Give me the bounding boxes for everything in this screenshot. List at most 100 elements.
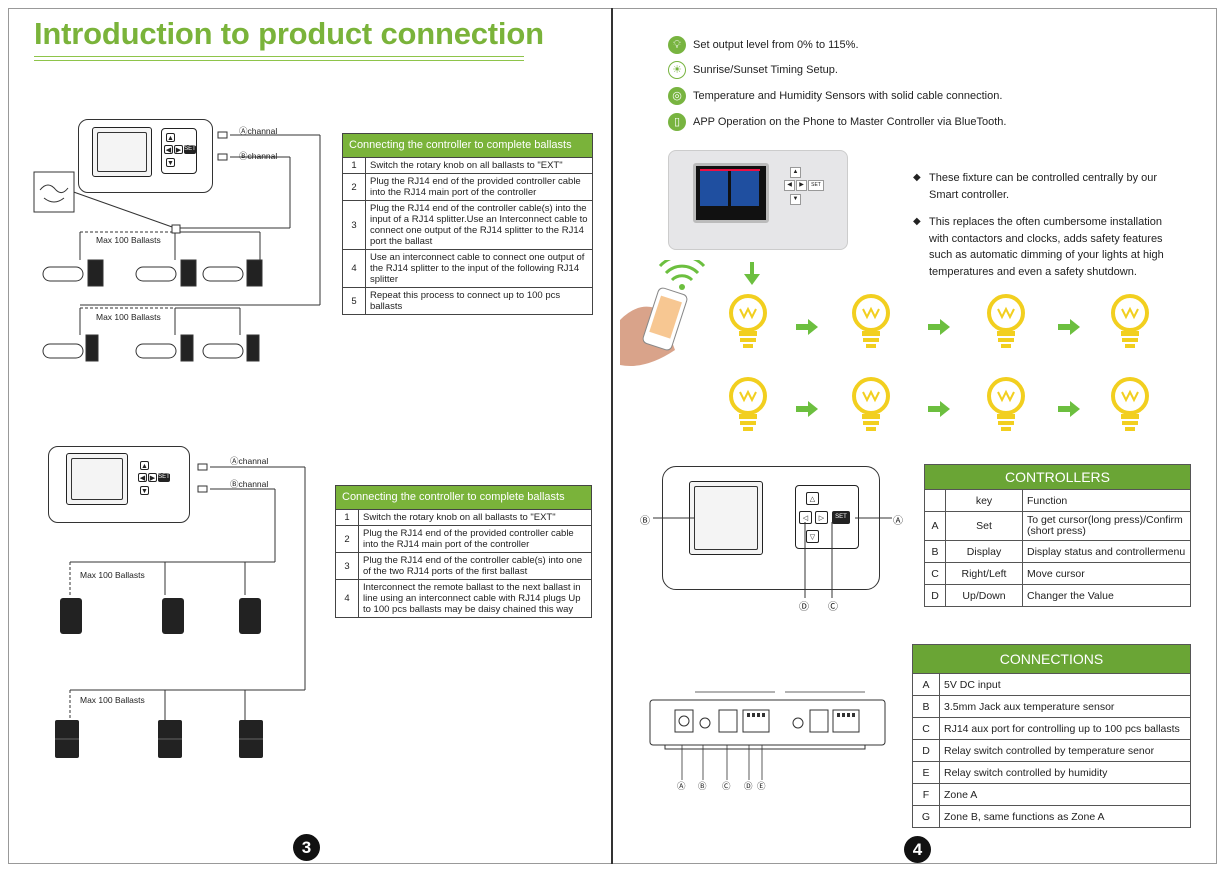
channel-a-label: Ⓐchannal xyxy=(230,456,269,466)
down-key-icon: ▼ xyxy=(166,158,175,167)
port-label-c: Ⓒ xyxy=(722,781,731,791)
right-key-icon: ▶ xyxy=(796,180,807,191)
steps-table-2: Connecting the controller to complete ba… xyxy=(335,485,592,618)
group-label: Max 100 Ballasts xyxy=(96,235,161,245)
up-key-icon: ▲ xyxy=(140,461,149,470)
bullet-item: ◆This replaces the often cumbersome inst… xyxy=(913,216,1164,278)
controller-keypad: ▲ ◀ ▶ SET ▼ xyxy=(161,128,197,174)
controller-photo: ▲ ◀ ▶ SET ▼ xyxy=(668,150,848,250)
page-title: Introduction to product connection xyxy=(34,16,544,51)
bulb-chain-graphic xyxy=(729,294,1149,433)
controller-keypad: ▲ ◀ ▶ SET ▼ xyxy=(136,457,174,499)
set-key: SET xyxy=(808,180,824,191)
wiring-lines-2 xyxy=(55,463,306,758)
up-key-icon: ▲ xyxy=(790,167,801,178)
right-key-icon: ▶ xyxy=(148,473,157,482)
table-header: Connecting the controller to complete ba… xyxy=(342,133,593,158)
table-header: CONTROLLERS xyxy=(924,464,1191,490)
page-divider xyxy=(611,8,613,864)
feature-text: Temperature and Humidity Sensors with so… xyxy=(693,90,1003,102)
bullet-item: ◆These fixture can be controlled central… xyxy=(913,172,1158,201)
controller-screen xyxy=(92,127,152,177)
page-number: 3 xyxy=(293,834,320,861)
port-label-b: Ⓑ xyxy=(698,781,707,791)
group-label: Max 100 Ballasts xyxy=(96,312,161,322)
phone-hand-image xyxy=(620,260,706,366)
table-header: Connecting the controller to complete ba… xyxy=(335,485,592,510)
left-key-icon: ◀ xyxy=(164,145,173,154)
set-key: SET xyxy=(158,473,170,482)
callout-a: Ⓐ xyxy=(893,516,903,527)
port-panel-graphic xyxy=(649,691,886,780)
callout-d: Ⓓ xyxy=(799,602,809,613)
down-arrow-icon xyxy=(744,262,760,285)
table-header: CONNECTIONS xyxy=(912,644,1191,674)
channel-b-label: Ⓑchannal xyxy=(239,151,278,161)
down-key-icon: ▽ xyxy=(806,530,819,543)
callout-lines xyxy=(653,517,892,598)
diamond-icon: ◆ xyxy=(913,216,921,227)
page-number: 4 xyxy=(904,836,931,863)
down-key-icon: ▼ xyxy=(140,486,149,495)
wiring-lines-1 xyxy=(33,131,321,335)
wifi-icon xyxy=(658,260,706,282)
callout-b: Ⓑ xyxy=(640,516,650,527)
display-screen xyxy=(693,163,769,223)
controller-device-2: ▲ ◀ ▶ SET ▼ xyxy=(48,446,190,523)
up-key-icon: △ xyxy=(806,492,819,505)
feature-text: Set output level from 0% to 115%. xyxy=(693,39,859,51)
controller-screen xyxy=(66,453,128,505)
feature-text: APP Operation on the Phone to Master Con… xyxy=(693,116,1007,128)
channel-b-label: Ⓑchannal xyxy=(230,479,269,489)
keypad-outline: △ ◁ ▷ SET ▽ xyxy=(795,485,859,549)
port-label-a: Ⓐ xyxy=(677,781,686,791)
up-key-icon: ▲ xyxy=(166,133,175,142)
callout-c: Ⓒ xyxy=(828,602,838,613)
controller-outline: △ ◁ ▷ SET ▽ xyxy=(662,466,880,590)
bulb-icon: 💡︎ xyxy=(668,36,686,54)
feature-text: Sunrise/Sunset Timing Setup. xyxy=(693,64,838,76)
right-key-icon: ▶ xyxy=(174,145,183,154)
down-key-icon: ▼ xyxy=(790,194,801,205)
phone-icon: ▯ xyxy=(668,113,686,131)
ballast-row xyxy=(42,259,263,287)
sensor-icon: ◎ xyxy=(668,87,686,105)
group-label: Max 100 Ballasts xyxy=(80,570,145,580)
left-key-icon: ◀ xyxy=(784,180,795,191)
controller-device-1: ▲ ◀ ▶ SET ▼ xyxy=(78,119,213,193)
port-label-d: Ⓓ xyxy=(744,781,753,791)
channel-a-label: Ⓐchannal xyxy=(239,126,278,136)
title-underline xyxy=(34,56,524,61)
port-label-e: Ⓔ xyxy=(757,781,766,791)
left-key-icon: ◀ xyxy=(138,473,147,482)
group-label: Max 100 Ballasts xyxy=(80,695,145,705)
sun-icon: ☀ xyxy=(668,61,686,79)
right-key-icon: ▷ xyxy=(815,511,828,524)
steps-table-1: Connecting the controller to complete ba… xyxy=(342,133,593,315)
diamond-icon: ◆ xyxy=(913,172,921,183)
ballast-row xyxy=(42,334,260,362)
set-key: SET xyxy=(832,511,850,524)
